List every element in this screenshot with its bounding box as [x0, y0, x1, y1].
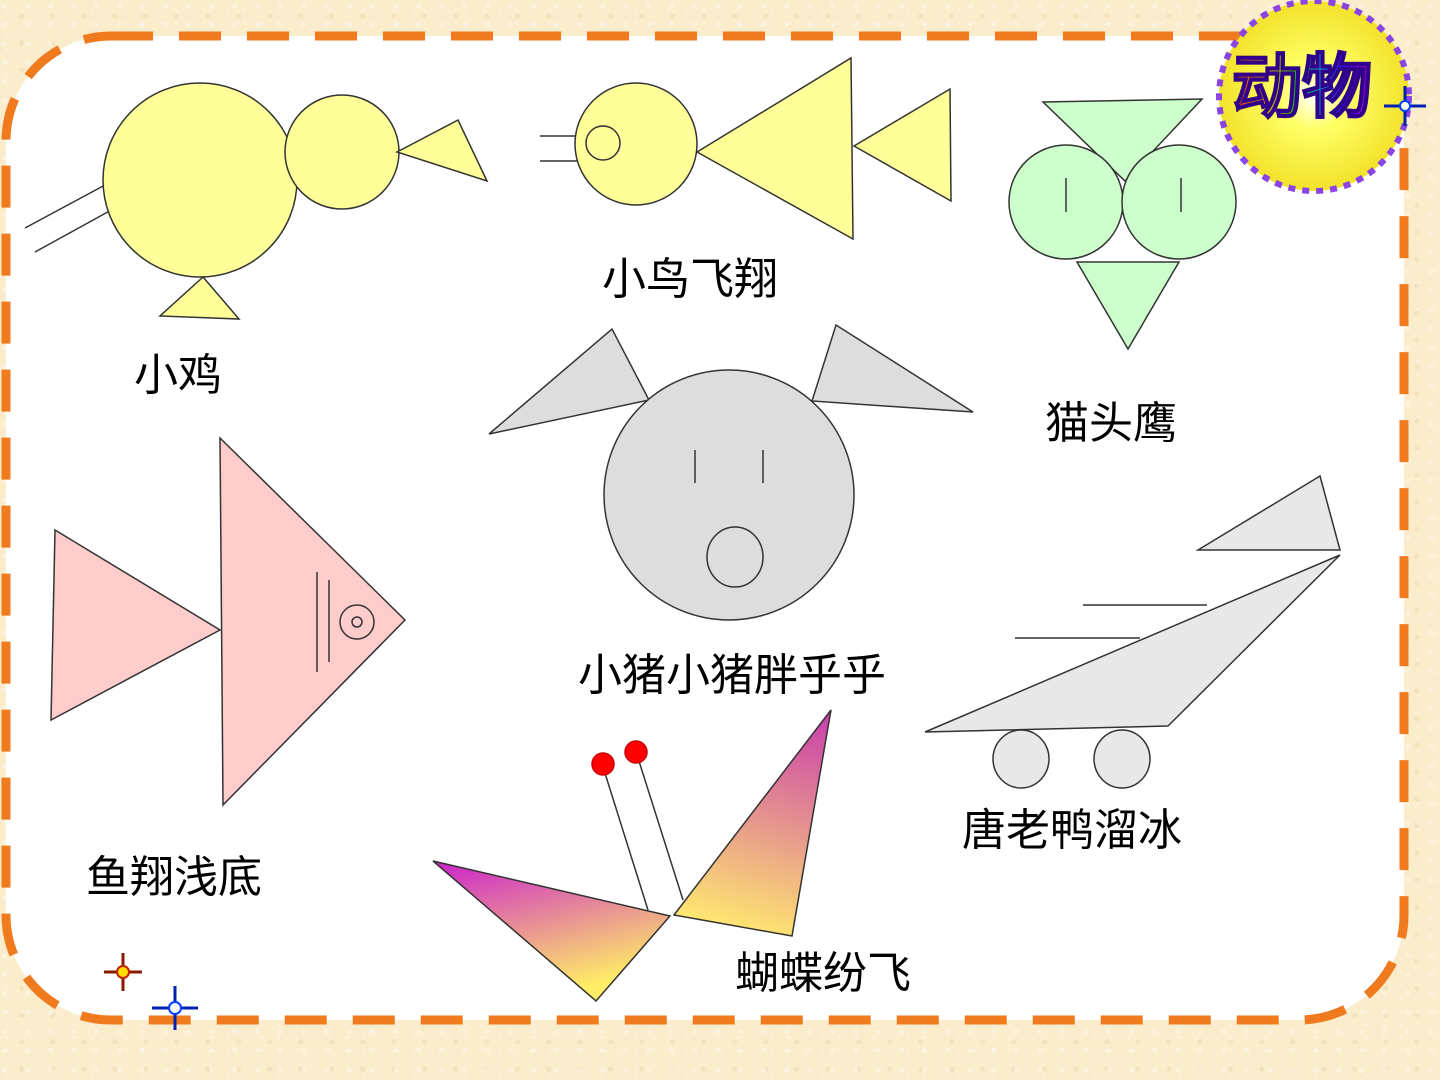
label-duck: 唐老鸭溜冰 [962, 805, 1182, 856]
sparkle-icon-red [104, 953, 142, 991]
label-pig: 小猪小猪胖乎乎 [578, 650, 886, 701]
label-chick: 小鸡 [134, 350, 222, 401]
bird-drawing [540, 56, 952, 241]
label-butterfly: 蝴蝶纷飞 [735, 948, 911, 999]
sparkle-icon-blue [1384, 86, 1426, 126]
sparkle-icon-blue [152, 986, 198, 1030]
owl-drawing [1008, 98, 1237, 351]
duck-drawing [924, 474, 1341, 789]
butterfly-drawing [432, 709, 832, 1003]
title-badge-circle [1216, 0, 1412, 194]
chick-drawing [24, 82, 489, 320]
label-fish: 鱼翔浅底 [86, 852, 262, 903]
slide-title: 动物 [1231, 46, 1373, 128]
pig-drawing [488, 323, 974, 621]
label-bird: 小鸟飞翔 [602, 254, 778, 305]
fish-drawing [50, 436, 407, 807]
label-owl: 猫头鹰 [1045, 398, 1177, 449]
